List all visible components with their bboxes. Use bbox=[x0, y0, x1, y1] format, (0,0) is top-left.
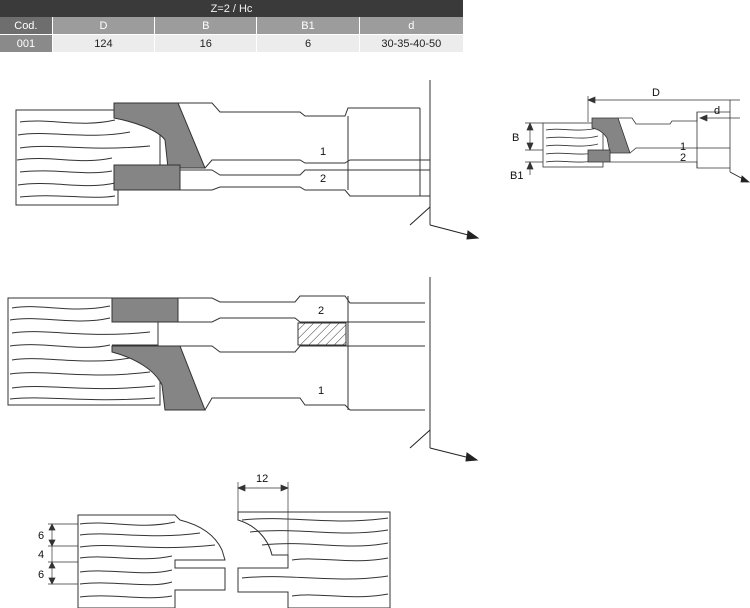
table-row: 001 124 16 6 30-35-40-50 bbox=[0, 35, 464, 52]
middle-workpiece bbox=[7, 297, 161, 406]
dimension-D-label: D bbox=[652, 87, 660, 99]
header-B1: B1 bbox=[257, 17, 360, 35]
dimension-lines-joint bbox=[48, 482, 289, 585]
table-title-row: Z=2 / Hc bbox=[0, 0, 464, 17]
dimension-lines-small bbox=[525, 96, 740, 175]
cell-D: 124 bbox=[52, 35, 156, 52]
small-rotation-arrow bbox=[729, 171, 750, 183]
small-cutter bbox=[587, 117, 631, 163]
header-d: d bbox=[359, 17, 464, 35]
small-tool-label-2: 2 bbox=[680, 152, 686, 164]
top-tool-body bbox=[178, 80, 431, 225]
cell-B: 16 bbox=[155, 35, 258, 52]
cell-cod: 001 bbox=[0, 35, 53, 52]
middle-tool-label-1: 1 bbox=[318, 385, 324, 397]
dimension-B-label: B bbox=[512, 132, 519, 144]
middle-rotation-arrow bbox=[409, 429, 479, 462]
joint-left-piece bbox=[77, 514, 226, 608]
top-rotation-arrow bbox=[409, 206, 480, 240]
dimension-6-top-label: 6 bbox=[38, 530, 44, 542]
dimension-6-bottom-label: 6 bbox=[38, 569, 44, 581]
middle-cutter-knives bbox=[111, 297, 206, 411]
small-tool-label-1: 1 bbox=[680, 141, 686, 153]
header-D: D bbox=[52, 17, 156, 35]
dimension-12-label: 12 bbox=[256, 473, 268, 485]
header-B: B bbox=[155, 17, 258, 35]
dimension-B1-label: B1 bbox=[510, 170, 523, 182]
middle-tool-label-2: 2 bbox=[318, 305, 324, 317]
cell-d: 30-35-40-50 bbox=[359, 35, 464, 52]
joint-right-piece bbox=[237, 511, 391, 608]
top-tool-label-2: 2 bbox=[320, 173, 326, 185]
table-header-row: Cod. D B B1 d bbox=[0, 17, 464, 35]
table-title: Z=2 / Hc bbox=[0, 0, 464, 17]
dimension-d-label: d bbox=[714, 105, 720, 117]
dimension-4-label: 4 bbox=[38, 549, 44, 561]
middle-tool-body bbox=[165, 277, 431, 448]
cell-B1: 6 bbox=[257, 35, 360, 52]
header-cod: Cod. bbox=[0, 17, 53, 35]
small-tool-body bbox=[610, 100, 731, 172]
top-tool-label-1: 1 bbox=[320, 146, 326, 158]
spec-table: Z=2 / Hc Cod. D B B1 d 001 124 16 6 30-3… bbox=[0, 0, 464, 52]
